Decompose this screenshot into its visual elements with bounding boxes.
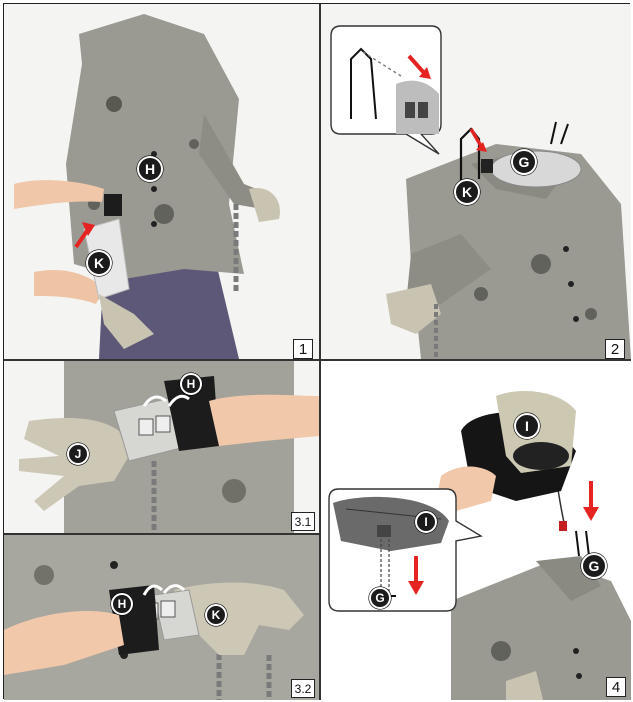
callout-g: G <box>581 553 607 579</box>
callout-j: J <box>67 443 89 465</box>
step-number-3-1: 3.1 <box>291 512 315 531</box>
step-number-4: 4 <box>606 677 626 697</box>
step-number-3-2: 3.2 <box>291 679 315 698</box>
callout-h: H <box>111 593 133 615</box>
step-number-2: 2 <box>605 339 625 359</box>
callout-i-zoom: I <box>415 511 437 533</box>
panel-step-2: G K 2 <box>321 4 631 359</box>
callout-i: I <box>514 413 540 439</box>
hand-shape <box>209 395 319 446</box>
callout-h: H <box>180 373 202 395</box>
divider-vertical-top <box>319 4 321 359</box>
step-3-2-illustration <box>4 535 319 700</box>
shirt-shape <box>451 561 631 700</box>
step-3-1-illustration <box>4 361 319 533</box>
panel-step-3-2: H K 3.2 <box>4 535 319 700</box>
instruction-sheet: H K 1 <box>3 3 630 699</box>
step-2-illustration <box>321 4 631 359</box>
velcro-patch-shape <box>104 194 122 216</box>
panel-step-3-1: H J 3.1 <box>4 361 319 533</box>
panel-step-4: I I G G 4 <box>321 361 631 700</box>
callout-k: K <box>454 179 480 205</box>
callout-h: H <box>137 156 163 182</box>
step-number-1: 1 <box>293 339 313 359</box>
callout-k: K <box>205 604 227 626</box>
callout-g-zoom: G <box>369 587 391 609</box>
step-1-illustration <box>4 4 319 359</box>
step-4-illustration <box>321 361 631 700</box>
callout-k: K <box>86 250 112 276</box>
connector-g-shape <box>481 159 493 173</box>
callout-g: G <box>511 149 537 175</box>
panel-step-1: H K 1 <box>4 4 319 359</box>
